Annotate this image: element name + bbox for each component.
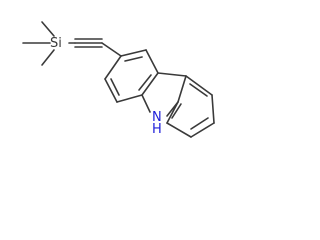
nitrogen-label: N — [152, 110, 162, 125]
ring-a-double-1 — [124, 56, 143, 62]
si-methyl-top-bond — [41, 21, 55, 37]
ring-b-bond-right — [177, 75, 187, 103]
ring-c-double-2 — [190, 117, 209, 130]
ring-c-double-1 — [189, 83, 208, 97]
nitrogen-hydrogen-label: H — [152, 122, 162, 137]
ring-b-bond-left-n — [141, 94, 151, 113]
ring-a-double-3 — [110, 78, 120, 96]
molecule-drawing: Si N H — [22, 21, 215, 138]
ring-a-bond-2 — [145, 49, 159, 74]
ring-a-bond-1 — [120, 49, 147, 57]
ring-a-bond-3 — [141, 72, 159, 96]
ring-c-bond-1 — [185, 75, 213, 96]
ring-a-bond-4 — [116, 94, 143, 103]
structure-canvas: Si N H — [22, 21, 215, 138]
ring-c-bond-4 — [166, 122, 192, 138]
si-methyl-bottom-bond — [41, 49, 55, 66]
ring-a-bond-6 — [104, 55, 122, 80]
ring-a-double-2 — [138, 74, 152, 91]
ring-a-bond-5 — [104, 78, 118, 103]
ring-c-double-3 — [171, 103, 182, 119]
silicon-label: Si — [50, 36, 62, 51]
alkyne-ring-bond — [101, 42, 122, 57]
ring-b-bond-top — [157, 72, 187, 77]
ring-c-bond-3 — [190, 122, 215, 138]
ring-c-bond-5 — [166, 101, 179, 124]
ring-c-bond-2 — [211, 94, 215, 124]
